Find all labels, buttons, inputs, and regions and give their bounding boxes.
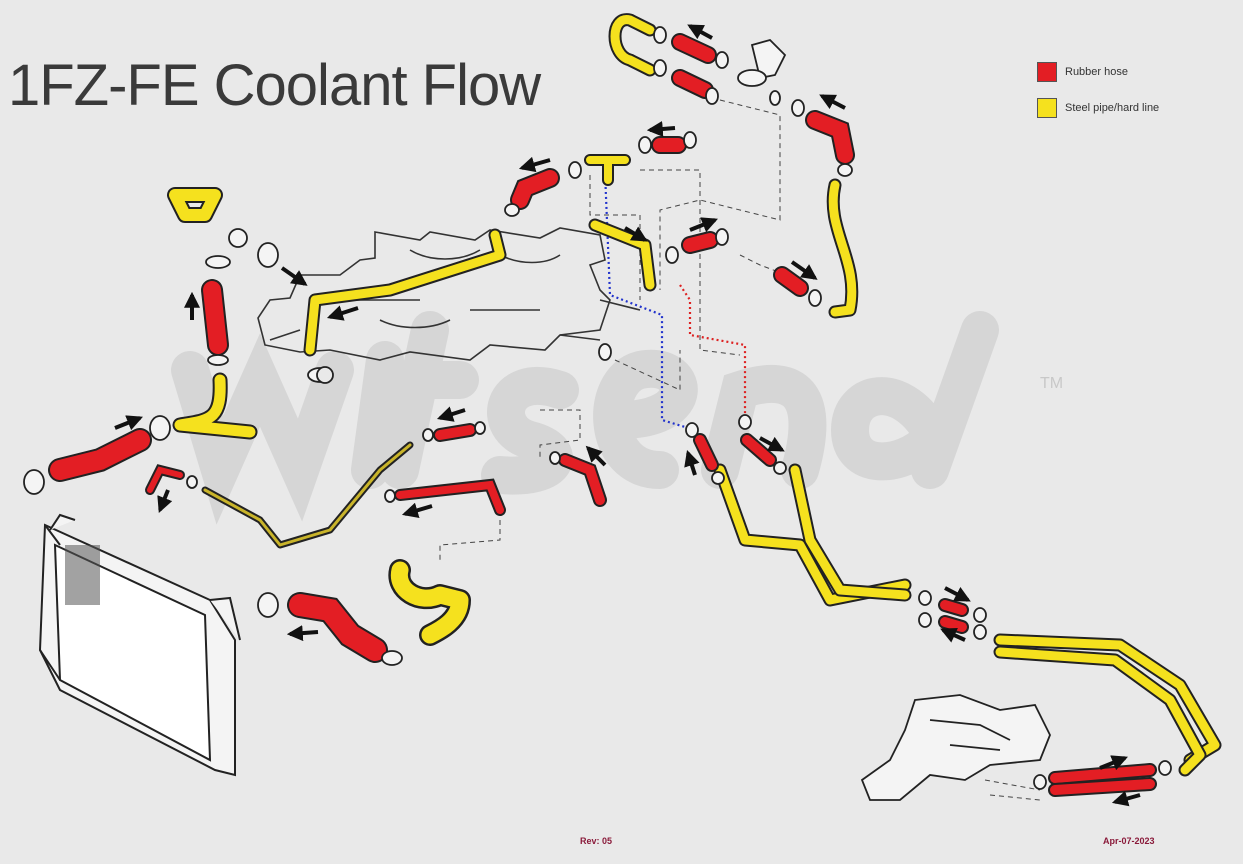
engine-block bbox=[257, 227, 641, 361]
watermark-trademark: TM bbox=[1040, 375, 1064, 392]
rubber-hoses bbox=[48, 33, 1157, 797]
legend-steel-pipe: Steel pipe/hard line bbox=[1037, 98, 1159, 118]
flow-arrows bbox=[114, 24, 1141, 807]
date-label: Apr-07-2023 bbox=[1103, 836, 1155, 846]
legend-steel-swatch bbox=[1037, 98, 1057, 118]
legend-rubber-label: Rubber hose bbox=[1065, 66, 1128, 78]
legend-rubber-swatch bbox=[1037, 62, 1057, 82]
revision-label: Rev: 05 bbox=[580, 836, 613, 846]
thermostat-parts bbox=[228, 228, 334, 384]
legend-steel-label: Steel pipe/hard line bbox=[1065, 102, 1160, 114]
dotted-supply-line bbox=[603, 171, 696, 432]
filler-neck bbox=[737, 38, 787, 106]
heater-core-housing bbox=[860, 694, 1051, 801]
radiator bbox=[38, 513, 241, 777]
dashed-connectors bbox=[439, 99, 1041, 801]
legend-rubber-hose: Rubber hose bbox=[1037, 62, 1128, 82]
diagram-title: 1FZ-FE Coolant Flow bbox=[8, 53, 541, 118]
steel-pipes bbox=[167, 13, 1222, 777]
